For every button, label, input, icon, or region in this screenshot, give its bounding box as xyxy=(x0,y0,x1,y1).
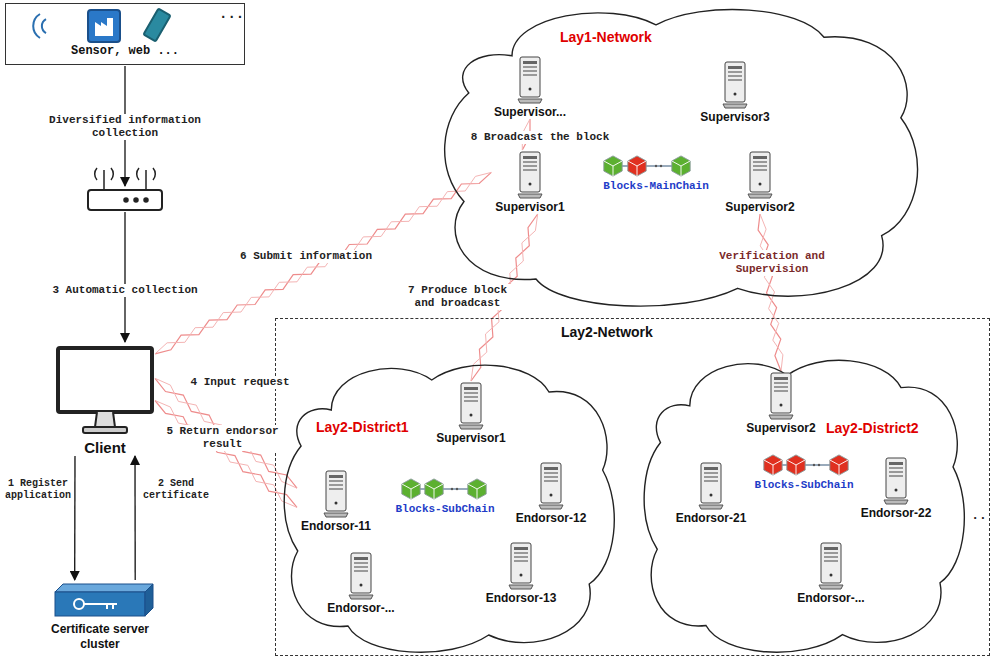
node-text: Supervisor2 xyxy=(746,421,815,435)
node-text: Lay2-Network xyxy=(561,324,653,340)
server-icon xyxy=(816,541,846,591)
sub-chain xyxy=(402,479,486,499)
server-icon xyxy=(515,150,545,200)
node-shape xyxy=(440,0,920,310)
label: ... xyxy=(218,6,242,23)
edge-label: 1 Register application xyxy=(2,478,74,502)
node-text: Endorsor-... xyxy=(797,591,864,605)
node-text: Supervisor2 xyxy=(725,200,794,214)
node-text: Client xyxy=(55,439,155,456)
server-icon xyxy=(515,55,545,105)
node-text: Supervisor1 xyxy=(495,200,564,214)
server-node: Supervisor2 xyxy=(742,371,819,435)
node-text: Endorsor-21 xyxy=(676,511,747,525)
node-text: Endorsor-22 xyxy=(861,506,932,520)
server-icon xyxy=(346,551,376,601)
node-text: Endorsor-12 xyxy=(516,511,587,525)
server-icon xyxy=(881,456,911,506)
node-shape xyxy=(641,351,966,656)
flow-arrow xyxy=(124,212,125,342)
server-icon xyxy=(745,150,775,200)
node-text: Supervisor3 xyxy=(700,110,769,124)
node-shape xyxy=(45,580,155,620)
network-region: Lay2-NetworkLay2-District1Supervisor1End… xyxy=(275,318,990,656)
server-icon xyxy=(696,461,726,511)
label: Blocks-SubChain xyxy=(393,503,497,516)
node-text: Lay2-District1 xyxy=(316,419,409,435)
node-text: Supervisor1 xyxy=(436,431,505,445)
server-node: Endorsor-11 xyxy=(297,469,375,533)
node-text: Sensor, web ... xyxy=(6,44,244,58)
server-node: Supervisor3 xyxy=(696,60,773,124)
label: Blocks-MainChain xyxy=(602,180,710,193)
node-text: Endorsor-... xyxy=(327,601,394,615)
server-icon xyxy=(321,469,351,519)
node-shape xyxy=(55,345,155,435)
server-node: Endorsor-... xyxy=(793,541,868,605)
link-connector xyxy=(758,214,783,371)
server-node: Supervisor1 xyxy=(491,150,568,214)
client-node: Client xyxy=(55,345,155,456)
source-box: Sensor, web ... xyxy=(5,3,245,65)
arrow-connector xyxy=(74,456,76,580)
label: 3 Automatic collection xyxy=(50,284,200,297)
server-node: Supervisor1 xyxy=(432,381,509,445)
server-icon xyxy=(456,381,486,431)
edge-label: 7 Produce block and broadcast xyxy=(395,284,520,310)
network-cloud: Lay1-NetworkSupervisor... Supervisor3Supe… xyxy=(440,0,920,310)
node-text: Lay2-District2 xyxy=(826,420,919,436)
server-node: Endorsor-21 xyxy=(672,461,751,525)
server-icon xyxy=(506,541,536,591)
server-node: Supervisor... xyxy=(490,55,570,119)
link-connector xyxy=(155,172,491,354)
server-node: Endorsor-... xyxy=(323,551,398,615)
edge-label: 5 Return endorsor result xyxy=(160,425,285,451)
main-chain xyxy=(604,156,690,176)
edge-label: 4 Input request xyxy=(185,376,295,389)
server-node: Endorsor-12 xyxy=(512,461,591,525)
network-cloud: Lay2-District2Supervisor2Endorsor-21Endo… xyxy=(641,351,966,656)
node-text: Supervisor... xyxy=(494,105,566,119)
server-node: Endorsor-13 xyxy=(482,541,561,605)
server-icon xyxy=(536,461,566,511)
node-text: Lay1-Network xyxy=(560,29,652,45)
node-text: Endorsor-13 xyxy=(486,591,557,605)
edge-label: Verification and Supervision xyxy=(712,250,832,276)
edge-label: 6 Submit information xyxy=(238,250,374,263)
sensor-icons xyxy=(33,9,170,42)
certificate-server: Certificate server cluster xyxy=(45,580,155,652)
label: Blocks-SubChain xyxy=(752,479,856,492)
edge-label: 2 Send certificate xyxy=(140,478,212,502)
arrow-connector xyxy=(134,456,135,580)
server-icon xyxy=(720,60,750,110)
edge-label: 8 Broadcast the block xyxy=(468,131,612,144)
server-node: Endorsor-22 xyxy=(857,456,936,520)
server-node: Supervisor2 xyxy=(721,150,798,214)
node-text: Certificate server cluster xyxy=(45,622,155,652)
node-text: Endorsor-11 xyxy=(301,519,371,533)
sub-chain xyxy=(764,455,848,475)
server-icon xyxy=(766,371,796,421)
label: Diversified information collection xyxy=(45,114,205,140)
label: .. xyxy=(970,508,988,524)
